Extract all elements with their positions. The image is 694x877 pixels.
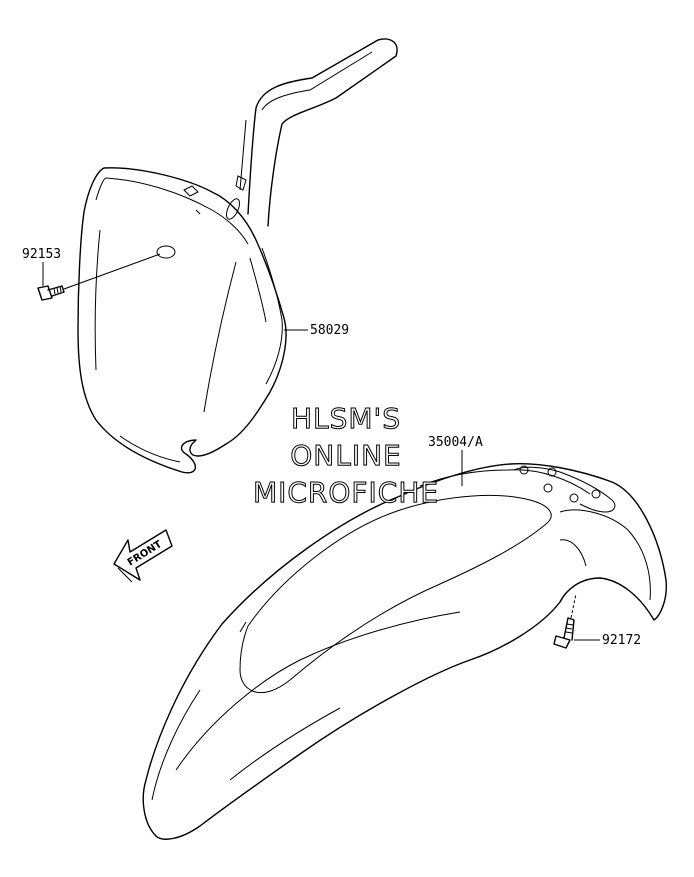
number-plate-part[interactable] [77, 38, 398, 474]
front-direction-arrow: FRONT [113, 529, 173, 583]
part-number-58029: 58029 [310, 323, 349, 338]
watermark-line-2: ONLINE [290, 439, 401, 472]
bolt-92172-part[interactable] [553, 593, 577, 649]
bolt-92153-part[interactable] [37, 253, 161, 301]
watermark-line-3: MICROFICHE [253, 476, 439, 509]
watermark: HLSM'S ONLINE MICROFICHE [252, 402, 439, 510]
watermark-line-1: HLSM'S [291, 402, 401, 435]
front-fender-part[interactable] [142, 462, 668, 840]
part-number-35004a: 35004/A [428, 435, 483, 450]
part-number-92172: 92172 [602, 633, 641, 648]
part-number-92153: 92153 [22, 247, 61, 262]
